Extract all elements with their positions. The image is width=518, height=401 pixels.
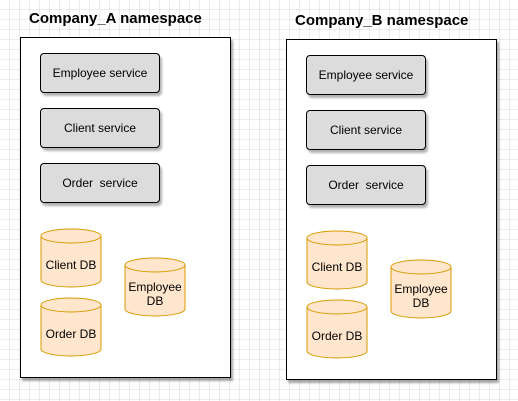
namespace-b-client-db: Client DB [306, 230, 368, 290]
namespace-a-client-service: Client service [40, 108, 160, 148]
database-icon [306, 299, 368, 359]
namespace-b-client-service: Client service [306, 110, 426, 150]
namespace-b-employee-db: Employee DB [390, 259, 452, 319]
namespace-b-employee-service: Employee service [306, 55, 426, 95]
db-label: Order DB [45, 327, 97, 341]
db-label: Employee DB [128, 280, 182, 308]
namespace-b-title: Company_B namespace [295, 12, 469, 29]
namespace-a-employee-service: Employee service [40, 53, 160, 93]
database-icon [124, 257, 186, 317]
db-label: Employee DB [394, 282, 448, 310]
namespace-a-order-service: Order service [40, 163, 160, 203]
namespace-a-employee-db: Employee DB [124, 257, 186, 317]
database-icon [40, 297, 102, 357]
database-icon [40, 228, 102, 288]
db-label: Order DB [311, 329, 363, 343]
namespace-b-order-db: Order DB [306, 299, 368, 359]
database-icon [306, 230, 368, 290]
db-label: Client DB [45, 258, 97, 272]
db-label: Client DB [311, 260, 363, 274]
namespace-b-order-service: Order service [306, 165, 426, 205]
database-icon [390, 259, 452, 319]
namespace-b-container [286, 39, 497, 380]
namespace-a-title: Company_A namespace [29, 10, 202, 27]
namespace-a-order-db: Order DB [40, 297, 102, 357]
namespace-a-client-db: Client DB [40, 228, 102, 288]
